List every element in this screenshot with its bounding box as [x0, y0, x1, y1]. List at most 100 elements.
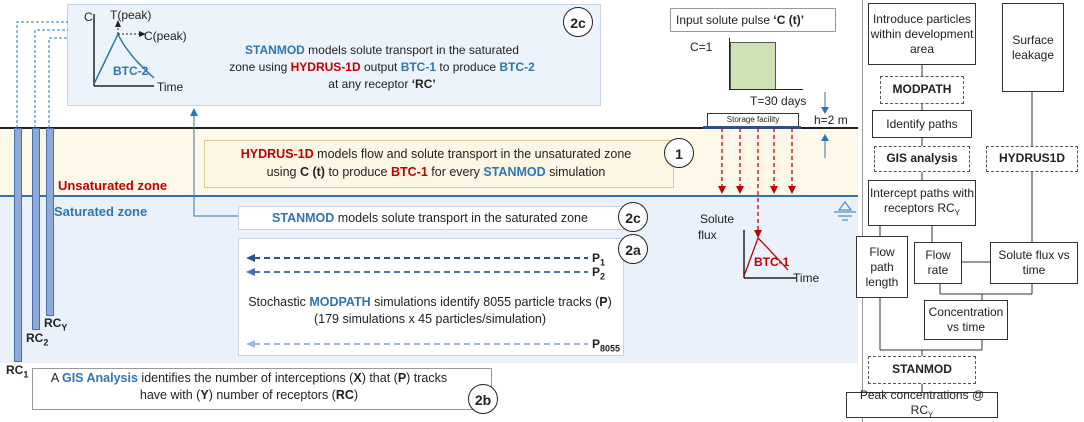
receptor-rc1-well [14, 128, 22, 362]
rc2-sub: 2 [43, 337, 49, 348]
flow-intercept-paths: Intercept paths with receptors RCY [868, 180, 976, 226]
step-1-badge: 1 [664, 138, 694, 168]
rc1-text: RC [6, 363, 24, 377]
receptor-rc2-well [32, 128, 40, 330]
step-2a-badge: 2a [618, 234, 648, 264]
modpath-l1e: ) [607, 295, 612, 309]
unsat-l2c: to produce [324, 165, 391, 179]
track-pn-label: P8055 [592, 337, 620, 356]
top-text-b3: output [360, 60, 401, 74]
track-p1-label: P1 [592, 251, 605, 270]
input-pulse-title: Input solute pulse ‘C (t)’ [676, 13, 804, 28]
gis-text: A GIS Analysis identifies the number of … [34, 370, 464, 404]
depth-arrows [821, 92, 829, 158]
input-pulse-ct: ‘C (t)’ [773, 13, 805, 27]
depth-h-label: h=2 m [814, 113, 848, 127]
modpath-text: Stochastic MODPATH simulations identify … [240, 294, 620, 328]
flowchart-connectors [879, 64, 1033, 392]
stanmod-receptor-panel [67, 4, 601, 106]
rc1-sub: 1 [23, 369, 29, 380]
modpath-label: MODPATH [309, 295, 371, 309]
gis-l2c: ) number of receptors ( [208, 388, 336, 402]
flow-solute-flux: Solute flux vs time [990, 242, 1078, 284]
gis-l1c: identifies the number of interceptions ( [137, 371, 354, 385]
gis-l1g: ) tracks [406, 371, 448, 385]
flow-modpath: MODPATH [880, 76, 964, 104]
infiltration-arrows [718, 128, 796, 238]
track-pn-sub: 8055 [600, 343, 621, 354]
flow-path-length: Flow path length [856, 236, 908, 298]
graph-time-label: Time [157, 80, 184, 94]
input-pulse-title-box [670, 8, 836, 32]
track-p2-label: P2 [592, 265, 605, 284]
gis-y: Y [200, 388, 209, 402]
water-table-symbol [834, 201, 856, 221]
flow-hydrus1d: HYDRUS1D [986, 146, 1078, 172]
pulse-c-label: C=1 [690, 40, 713, 54]
unsat-btc1: BTC-1 [390, 165, 428, 179]
receptor-rcy-well [46, 128, 54, 316]
rc2-text: RC [26, 331, 44, 345]
graph-c-label: C [84, 10, 93, 24]
stanmod-label: STANMOD [245, 43, 305, 57]
flow-peak-concentrations: Peak concentrations @ RCY [846, 388, 998, 420]
stanmod-sat-label: STANMOD [272, 211, 335, 225]
unsat-ct: C (t) [299, 165, 325, 179]
flow-surface-leakage: Surface leakage [1002, 3, 1064, 92]
input-pulse-title-text: Input solute pulse [676, 13, 774, 27]
receptor-rcy-label: RCY [44, 316, 67, 332]
stanmod-sat-text: STANMOD models solute transport in the s… [238, 211, 622, 226]
flux-time-label: Time [793, 271, 820, 285]
top-text-b5: to produce [436, 60, 500, 74]
particle-tracks [246, 254, 588, 348]
stanmod-saturated-box [238, 206, 624, 230]
gis-rc: RC [335, 388, 354, 402]
gis-l2e: ) [353, 388, 359, 402]
top-text-b1: zone using [229, 60, 291, 74]
modpath-l2: (179 simulations x 45 particles/simulati… [313, 312, 547, 326]
unsat-hydrus: HYDRUS-1D [240, 147, 314, 161]
btc1-label: BTC-1 [400, 60, 437, 74]
step-2b-badge: 2b [468, 384, 498, 414]
track-p2: P [592, 265, 601, 279]
step-2c-top-badge: 2c [563, 7, 593, 37]
pulse-t-label: T=30 days [750, 94, 807, 108]
gis-label: GIS Analysis [61, 371, 138, 385]
receptor-connectors [16, 21, 68, 128]
unsat-stanmod: STANMOD [483, 165, 546, 179]
saturated-zone-label: Saturated zone [54, 204, 148, 219]
flow-introduce: Introduce particles within development a… [868, 3, 976, 65]
gis-p: P [397, 371, 407, 385]
flux-ylabel-2: flux [698, 228, 717, 242]
flow-intercept-sub: Y [954, 208, 961, 218]
water-table-line [0, 195, 858, 197]
flow-concentration: Concentration vs time [924, 300, 1008, 340]
track-pn: P [592, 337, 601, 351]
btc2-graph [93, 14, 155, 87]
gis-x: X [353, 371, 362, 385]
top-text-a2: models solute transport in the saturated [304, 43, 519, 57]
flow-gis-analysis: GIS analysis [874, 146, 970, 172]
btc1-graph [743, 230, 796, 279]
flow-intercept-text: Intercept paths with receptors RC [869, 185, 975, 215]
hydrus-unsaturated-box [204, 140, 674, 188]
receptor-rc-label: ‘RC’ [411, 77, 436, 91]
flux-ylabel-1: Solute [700, 212, 735, 226]
step-2c-mid-badge: 2c [618, 202, 648, 232]
connector-to-top-panel [190, 108, 238, 217]
gis-l2a: have with ( [139, 388, 201, 402]
storage-facility: Storage facility [707, 113, 799, 127]
modpath-l1a: Stochastic [248, 295, 310, 309]
btc1-curve-label: BTC-1 [754, 255, 790, 269]
pulse-axis-y [729, 38, 730, 90]
modpath-l1c: simulations identify 8055 particle track… [370, 295, 600, 309]
top-text-c1: at any receptor [328, 77, 412, 91]
unsat-l2e: for every [427, 165, 484, 179]
gis-l1e: ) that ( [361, 371, 398, 385]
unsat-l2a: using [266, 165, 300, 179]
pulse-rectangle [730, 42, 776, 90]
track-p2-sub: 2 [600, 271, 606, 282]
gis-analysis-box [32, 368, 492, 410]
flow-peak-sub: Y [928, 410, 934, 420]
receptor-rc1-label: RC1 [6, 363, 28, 379]
